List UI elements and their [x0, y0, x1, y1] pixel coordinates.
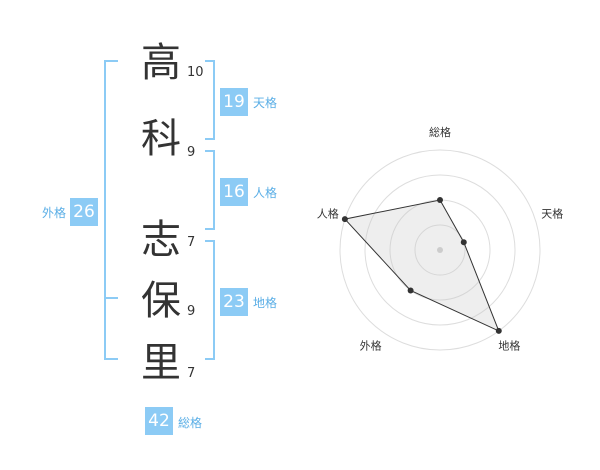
gaikaku-bracket-bottom	[104, 358, 118, 360]
soukaku-label: 総格	[178, 416, 203, 430]
gaikaku-bracket-mid	[104, 297, 118, 299]
radar-axis-label-3: 地格	[498, 338, 520, 352]
name-char-2: 科	[141, 116, 181, 162]
gaikaku-label: 外格	[42, 206, 67, 220]
radar-axis-label-1: 総格	[429, 125, 451, 139]
radar-axis-label-5: 人格	[317, 207, 339, 221]
radar-point-4	[407, 287, 414, 294]
radar-point-1	[437, 197, 443, 203]
radar-axis-label-4: 外格	[360, 338, 382, 352]
radar-point-2	[460, 239, 467, 246]
tenkaku-bracket-top	[205, 60, 215, 62]
radar-point-5	[341, 216, 348, 223]
stroke-count-4: 9	[187, 304, 196, 319]
jinkaku-label: 人格	[253, 186, 278, 200]
jinkaku-value-badge: 16	[220, 178, 248, 206]
jinkaku-bracket-vertical	[213, 150, 215, 230]
tenkaku-bracket-bottom	[205, 138, 215, 140]
name-char-4: 保	[141, 278, 181, 324]
name-char-3: 志	[141, 217, 181, 263]
radar-grid-ring-4	[339, 149, 541, 351]
radar-axis-label-2: 天格	[541, 207, 563, 221]
stroke-count-3: 7	[187, 235, 196, 250]
stroke-count-5: 7	[187, 366, 196, 381]
gaikaku-bracket-top	[104, 60, 118, 62]
tenkaku-bracket-vertical	[213, 60, 215, 140]
stroke-count-1: 10	[187, 65, 204, 80]
chikaku-bracket-top	[205, 240, 215, 242]
soukaku-value-badge: 42	[145, 407, 173, 435]
chikaku-bracket-vertical	[213, 240, 215, 360]
radar-point-3	[495, 327, 502, 334]
jinkaku-bracket-bottom	[205, 228, 215, 230]
name-char-5: 里	[141, 340, 181, 386]
radar-grid-ring-3	[364, 174, 516, 326]
jinkaku-bracket-top	[205, 150, 215, 152]
stroke-count-2: 9	[187, 145, 196, 160]
radar-center-dot	[437, 247, 443, 253]
name-char-1: 高	[141, 40, 181, 86]
chikaku-label: 地格	[253, 296, 278, 310]
radar-grid-ring-1	[414, 224, 466, 276]
radar-data-polygon	[343, 199, 500, 332]
chikaku-bracket-bottom	[205, 358, 215, 360]
gaikaku-value-badge: 26	[70, 198, 98, 226]
tenkaku-value-badge: 19	[220, 88, 248, 116]
gaikaku-bracket-vertical	[104, 60, 106, 360]
chikaku-value-badge: 23	[220, 288, 248, 316]
tenkaku-label: 天格	[253, 96, 278, 110]
